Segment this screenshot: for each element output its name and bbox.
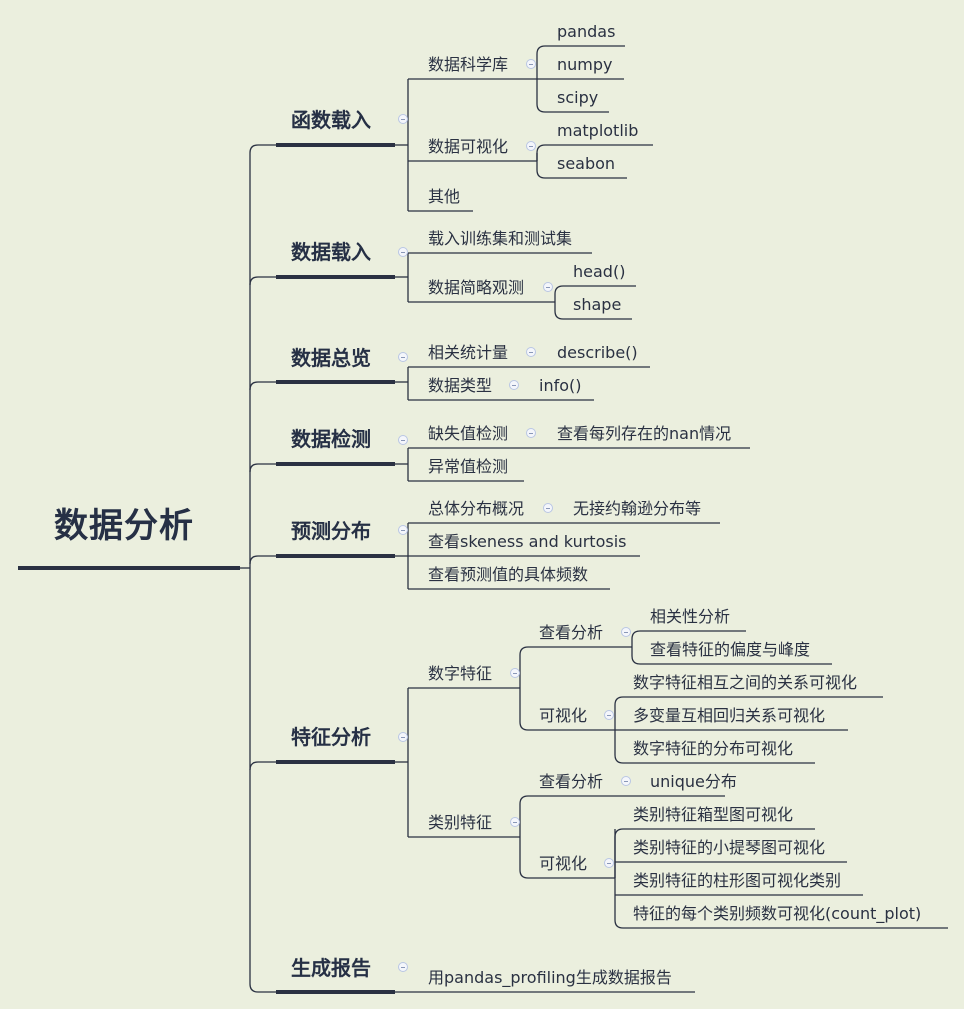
node-outliers[interactable]: 异常值检测: [428, 457, 509, 476]
collapse-icon[interactable]: [604, 710, 614, 720]
node-pandas-profiling[interactable]: 用pandas_profiling生成数据报告: [428, 968, 672, 987]
node-matplotlib[interactable]: matplotlib: [557, 121, 639, 140]
node-pairwise-viz[interactable]: 数字特征相互之间的关系可视化: [633, 673, 858, 692]
node-distribution-viz[interactable]: 数字特征的分布可视化: [633, 739, 794, 758]
node-categorical-features[interactable]: 类别特征: [428, 813, 493, 832]
root-topic[interactable]: 数据分析: [54, 506, 194, 546]
branch-function-loading[interactable]: 函数载入: [291, 108, 371, 132]
node-head[interactable]: head(): [573, 262, 626, 281]
branch-data-loading[interactable]: 数据载入: [291, 240, 371, 264]
node-frequency[interactable]: 查看预测值的具体频数: [428, 565, 589, 584]
node-regression-viz[interactable]: 多变量互相回归关系可视化: [633, 706, 826, 725]
node-correlation[interactable]: 相关性分析: [650, 607, 731, 626]
node-data-visualization[interactable]: 数据可视化: [428, 137, 509, 156]
collapse-icon[interactable]: [621, 627, 631, 637]
node-unique[interactable]: unique分布: [650, 772, 737, 791]
node-skew-kurtosis[interactable]: 查看skeness and kurtosis: [428, 532, 627, 551]
collapse-icon[interactable]: [398, 435, 408, 445]
node-data-science-libs[interactable]: 数据科学库: [428, 55, 509, 74]
collapse-icon[interactable]: [398, 732, 408, 742]
node-nan-check[interactable]: 查看每列存在的nan情况: [557, 424, 732, 443]
node-describe[interactable]: describe(): [557, 343, 638, 362]
node-overall-distribution[interactable]: 总体分布概况: [428, 499, 525, 518]
node-missing-values[interactable]: 缺失值检测: [428, 424, 509, 443]
collapse-icon[interactable]: [398, 247, 408, 257]
branch-data-overview[interactable]: 数据总览: [291, 346, 371, 370]
node-numpy[interactable]: numpy: [557, 55, 613, 74]
collapse-icon[interactable]: [398, 962, 408, 972]
branch-generate-report[interactable]: 生成报告: [291, 956, 371, 980]
collapse-icon[interactable]: [509, 380, 519, 390]
node-scipy[interactable]: scipy: [557, 88, 599, 107]
node-bar[interactable]: 类别特征的柱形图可视化类别: [633, 871, 842, 890]
collapse-icon[interactable]: [621, 776, 631, 786]
collapse-icon[interactable]: [526, 347, 536, 357]
collapse-icon[interactable]: [543, 282, 553, 292]
node-numeric-features[interactable]: 数字特征: [428, 664, 493, 683]
node-categorical-visualization[interactable]: 可视化: [539, 854, 588, 873]
branch-data-detection[interactable]: 数据检测: [291, 427, 371, 451]
collapse-icon[interactable]: [398, 114, 408, 124]
node-brief-observation[interactable]: 数据简略观测: [428, 278, 525, 297]
node-numeric-visualization[interactable]: 可视化: [539, 706, 588, 725]
node-other[interactable]: 其他: [428, 187, 461, 206]
node-shape[interactable]: shape: [573, 295, 622, 314]
node-load-train-test[interactable]: 载入训练集和测试集: [428, 229, 573, 248]
node-info[interactable]: info(): [539, 376, 582, 395]
node-count-plot[interactable]: 特征的每个类别频数可视化(count_plot): [633, 904, 922, 923]
collapse-icon[interactable]: [604, 858, 614, 868]
collapse-icon[interactable]: [398, 352, 408, 362]
node-skew-peak[interactable]: 查看特征的偏度与峰度: [650, 640, 811, 659]
branch-prediction-distribution[interactable]: 预测分布: [291, 519, 371, 543]
node-johnson[interactable]: 无接约翰逊分布等: [573, 499, 702, 518]
collapse-icon[interactable]: [526, 59, 536, 69]
node-pandas[interactable]: pandas: [557, 22, 616, 41]
node-categorical-analysis[interactable]: 查看分析: [539, 772, 604, 791]
branch-feature-analysis[interactable]: 特征分析: [291, 725, 371, 749]
node-boxplot[interactable]: 类别特征箱型图可视化: [633, 805, 794, 824]
collapse-icon[interactable]: [526, 141, 536, 151]
node-numeric-analysis[interactable]: 查看分析: [539, 623, 604, 642]
collapse-icon[interactable]: [398, 525, 408, 535]
collapse-icon[interactable]: [510, 817, 520, 827]
collapse-icon[interactable]: [510, 668, 520, 678]
node-data-types[interactable]: 数据类型: [428, 376, 493, 395]
node-violin[interactable]: 类别特征的小提琴图可视化: [633, 838, 826, 857]
collapse-icon[interactable]: [526, 428, 536, 438]
node-statistics[interactable]: 相关统计量: [428, 343, 509, 362]
node-seabon[interactable]: seabon: [557, 154, 616, 173]
collapse-icon[interactable]: [543, 503, 553, 513]
